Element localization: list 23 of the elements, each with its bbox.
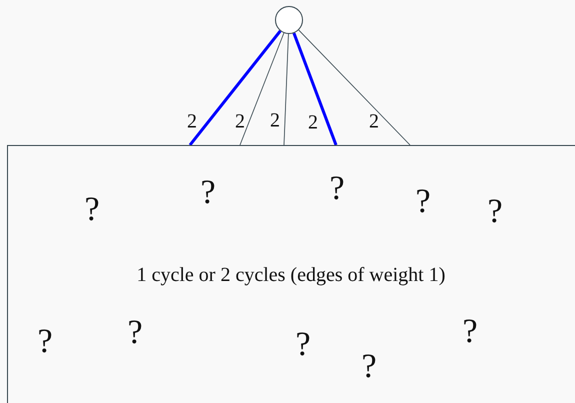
edge-label: 2 <box>270 110 280 132</box>
connector-line <box>240 32 284 146</box>
connector-line <box>292 32 338 146</box>
circle-node <box>275 6 303 34</box>
question-mark: ? <box>84 191 100 229</box>
question-mark: ? <box>37 323 53 361</box>
question-mark: ? <box>295 326 311 364</box>
connector-line <box>284 34 289 146</box>
edge-label: 2 <box>369 110 379 134</box>
region-box <box>7 145 575 403</box>
question-mark: ? <box>361 348 377 386</box>
edge-label: 2 <box>187 110 197 134</box>
description-text: 1 cycle or 2 cycles (edges of weight 1) <box>136 264 446 287</box>
question-mark: ? <box>487 193 503 231</box>
edge-label: 2 <box>235 110 245 134</box>
connector-line <box>298 30 410 146</box>
question-mark: ? <box>200 174 216 212</box>
edge-label: 2 <box>308 112 318 134</box>
question-mark: ? <box>415 183 431 221</box>
question-mark: ? <box>329 170 345 208</box>
question-mark: ? <box>462 313 478 351</box>
question-mark: ? <box>127 314 143 352</box>
connector-line <box>188 30 282 146</box>
